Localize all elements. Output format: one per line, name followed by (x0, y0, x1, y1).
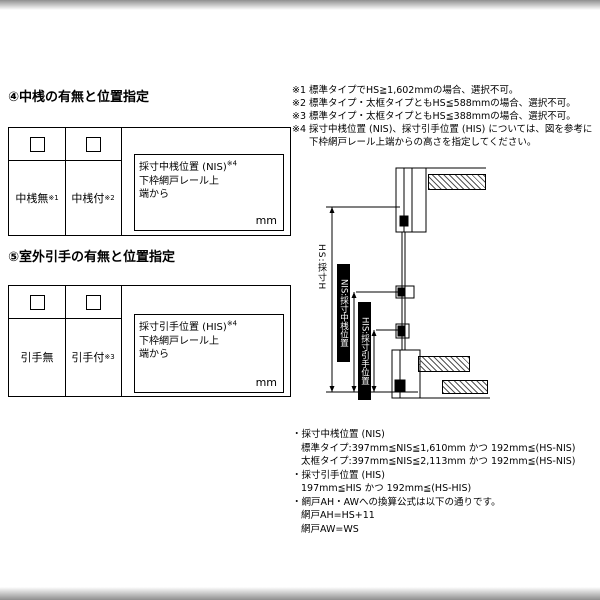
sill-hatch-step (442, 380, 488, 394)
footnote-2: ※2 標準タイプ・太框タイプともHS≦588mmの場合、選択不可。 (292, 98, 576, 109)
footnote-list: ※1 標準タイプでHS≧1,602mmの場合、選択不可。 ※2 標準タイプ・太框… (292, 84, 594, 149)
checkbox-nakazan-with[interactable] (86, 137, 101, 152)
table-divider (121, 128, 122, 235)
his-unit-label: mm (255, 376, 277, 389)
his-spec-range: 197mm≦HIS かつ 192mm≦(HS-HIS) (301, 483, 472, 494)
footnote-3: ※3 標準タイプ・太框タイプともHS≦388mmの場合、選択不可。 (292, 111, 576, 122)
checkbox-hikite-with[interactable] (86, 295, 101, 310)
wall-hatch-top (428, 174, 486, 190)
his-position-box-description: 下枠網戸レール上端から (139, 336, 219, 360)
his-spec-title: ・採寸引手位置 (HIS) (292, 469, 385, 481)
section-hikite-title: ⑤室外引手の有無と位置指定 (8, 250, 176, 265)
footnote-1: ※1 標準タイプでHS≧1,602mmの場合、選択不可。 (292, 85, 519, 96)
nis-position-box: 採寸中桟位置 (NIS)※4 下枠網戸レール上端から mm (134, 154, 284, 231)
footnote-4: ※4 採寸中桟位置 (NIS)、採寸引手位置 (HIS) については、図を参考に… (292, 124, 593, 148)
nis-spec-thick: 太框タイプ:397mm≦NIS≦2,113mm かつ 192mm≦(HS-NIS… (301, 456, 576, 467)
formula-title: ・網戸AH・AWへの換算公式は以下の通りです。 (292, 496, 501, 508)
nakazan-option-table: 中桟無※1 中桟付※2 採寸中桟位置 (NIS)※4 下枠網戸レール上端から m… (8, 127, 291, 236)
option-text: 引手付 (71, 351, 105, 364)
nakazan-none-label: 中桟無※1 (15, 191, 59, 205)
nis-spec-title: ・採寸中桟位置 (NIS) (292, 429, 385, 440)
nis-spec-standard: 標準タイプ:397mm≦NIS≦1,610mm かつ 192mm≦(HS-NIS… (301, 442, 576, 454)
formula-ah: 網戸AH=HS+11 (301, 510, 375, 521)
nis-position-box-description: 下枠網戸レール上端から (139, 176, 219, 200)
table-divider (65, 286, 66, 396)
formula-aw: 網戸AW=WS (301, 523, 359, 535)
his-position-box-title: 採寸引手位置 (HIS)※4 (135, 315, 283, 334)
frame-section-diagram: HS:採寸H NIS:採寸中桟位置 HIS:採寸引手位置 (300, 152, 500, 428)
option-text: 中桟無 (15, 191, 49, 205)
cross-section-drawing (326, 167, 490, 399)
checkbox-nakazan-none[interactable] (30, 137, 45, 152)
sill-hatch-bottom (418, 356, 470, 372)
bottom-gradient-band (0, 587, 600, 600)
option-text: 中桟付 (71, 191, 105, 205)
box-note-mark: ※4 (226, 319, 238, 328)
table-divider (9, 318, 121, 319)
his-position-box: 採寸引手位置 (HIS)※4 下枠網戸レール上端から mm (134, 314, 284, 393)
box-title-text: 採寸引手位置 (HIS) (139, 322, 227, 333)
nakazan-with-label: 中桟付※2 (71, 191, 115, 205)
hikite-none-label: 引手無 (9, 318, 65, 396)
table-divider (65, 128, 66, 235)
option-text: 引手無 (20, 351, 54, 364)
table-divider (121, 286, 122, 396)
box-note-mark: ※4 (226, 159, 238, 168)
top-gradient-band (0, 0, 600, 10)
box-title-text: 採寸中桟位置 (NIS) (139, 162, 227, 173)
hs-dimension-label: HS:採寸H (316, 244, 326, 291)
dimension-spec-notes: ・採寸中桟位置 (NIS) 標準タイプ:397mm≦NIS≦1,610mm かつ… (292, 428, 596, 536)
table-divider (9, 160, 121, 161)
hikite-with-label: 引手付※3 (71, 351, 115, 364)
nis-dimension-label: NIS:採寸中桟位置 (337, 264, 350, 362)
his-dimension-label: HIS:採寸引手位置 (358, 302, 371, 400)
nis-position-box-title: 採寸中桟位置 (NIS)※4 (135, 155, 283, 174)
section-nakazan-title: ④中桟の有無と位置指定 (8, 90, 150, 105)
nis-unit-label: mm (255, 214, 277, 227)
hikite-option-table: 引手無 引手付※3 採寸引手位置 (HIS)※4 下枠網戸レール上端から mm (8, 285, 291, 397)
checkbox-hikite-none[interactable] (30, 295, 45, 310)
